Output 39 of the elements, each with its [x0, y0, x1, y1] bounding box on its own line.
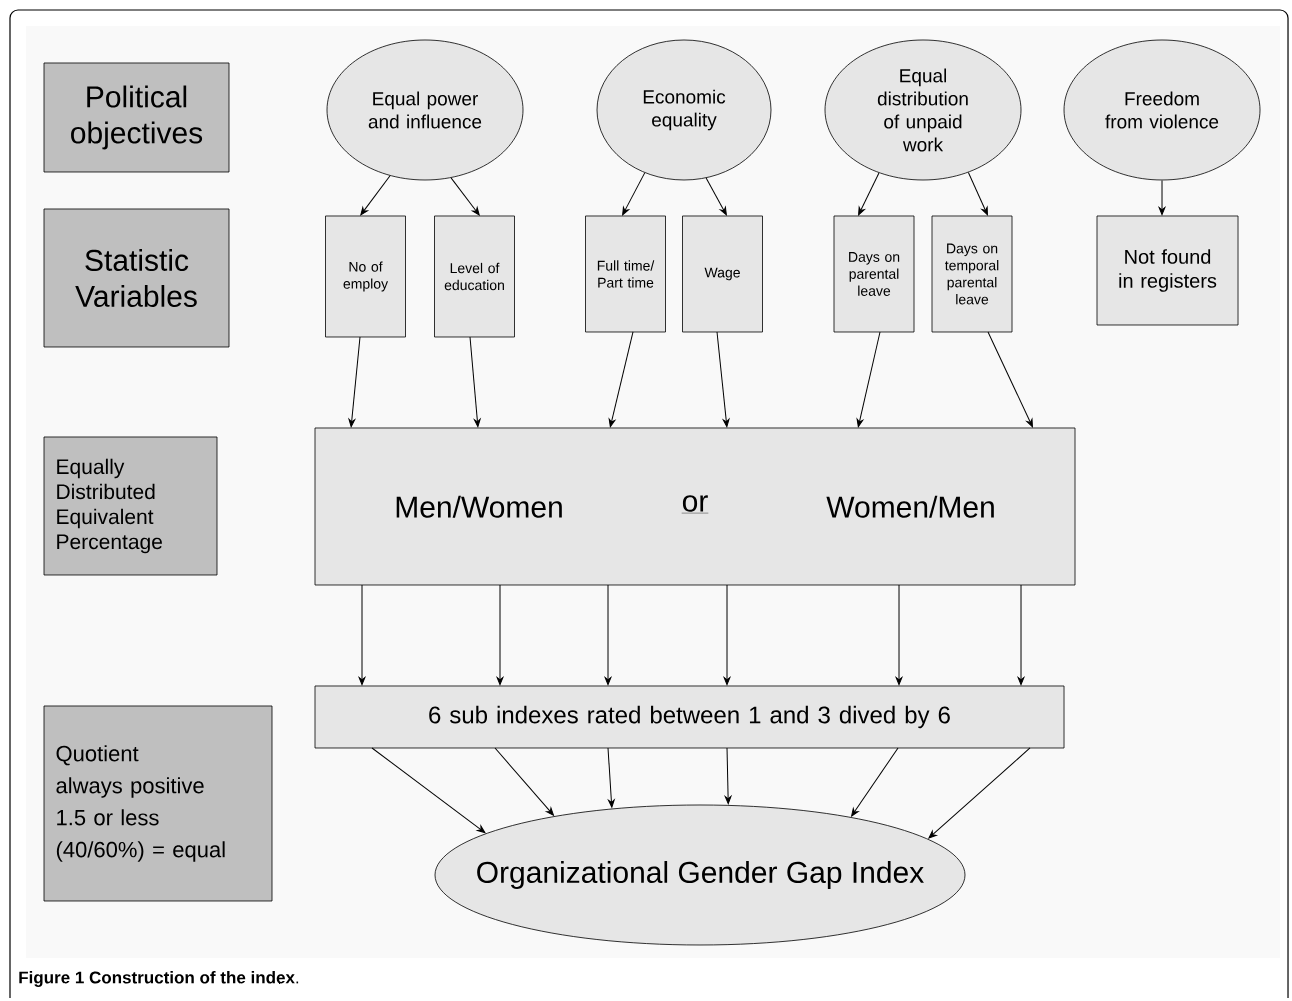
- variable-box: Not found in registers: [1096, 215, 1239, 326]
- arrow: [1017, 584, 1025, 686]
- arrow: [604, 584, 612, 686]
- arrow: [371, 747, 486, 834]
- category-box: Equally Distributed Equivalent Percentage: [43, 436, 218, 576]
- arrow: [987, 331, 1033, 428]
- arrow: [450, 177, 480, 216]
- arrow: [723, 584, 731, 686]
- variable-box: Wage: [682, 215, 763, 333]
- arrow: [607, 747, 615, 808]
- variable-box: Level of education: [434, 215, 515, 338]
- variable-box: Days on parental leave: [833, 215, 915, 333]
- arrow: [469, 336, 481, 428]
- arrow: [348, 336, 361, 428]
- category-box: Statistic Variables: [43, 208, 230, 348]
- arrow: [1158, 179, 1166, 216]
- arrow: [856, 331, 881, 428]
- subindex-box: 6 sub indexes rated between 1 and 3 dived by 6: [314, 685, 1065, 749]
- arrow: [895, 584, 903, 686]
- category-box: Quotient always positive 1.5 or less (40/60%) = equal: [43, 705, 273, 902]
- ratio-box: Men/Women or Women/Men: [314, 427, 1076, 586]
- figure-caption: Figure 1 Construction of the index.: [19, 971, 299, 987]
- variable-box: No of employ: [325, 215, 406, 338]
- arrow: [358, 584, 366, 686]
- arrow: [928, 747, 1031, 839]
- arrow: [705, 177, 727, 216]
- arrow: [622, 172, 646, 216]
- arrow: [608, 331, 634, 428]
- variable-box: Days on temporal parental leave: [931, 215, 1013, 333]
- arrow: [858, 172, 880, 216]
- arrow: [494, 747, 554, 816]
- arrow: [496, 584, 504, 686]
- arrow: [360, 175, 391, 216]
- arrow: [716, 331, 730, 428]
- arrow: [724, 747, 732, 805]
- category-box: Political objectives: [43, 62, 230, 173]
- variable-box: Full time/ Part time: [585, 215, 666, 333]
- arrow: [967, 171, 988, 216]
- arrow: [851, 747, 899, 817]
